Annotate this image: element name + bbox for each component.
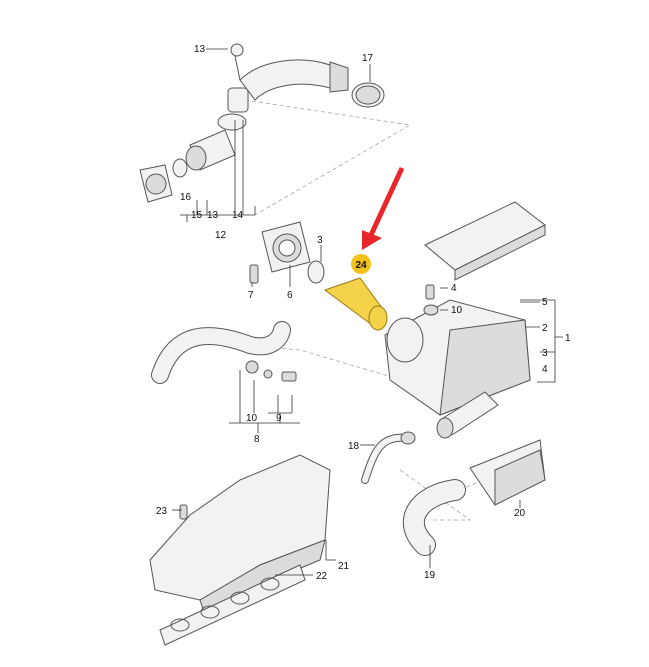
leader xyxy=(180,120,256,222)
label-24: 24 xyxy=(355,260,367,271)
label-14: 14 xyxy=(232,210,244,221)
hose-18[interactable] xyxy=(361,431,416,484)
guide-line xyxy=(244,99,412,216)
label-23: 23 xyxy=(156,506,168,517)
clamp-14[interactable] xyxy=(217,113,247,131)
highlighted-part-24[interactable] xyxy=(323,277,388,331)
highlight-arrow xyxy=(362,166,405,250)
o-ring-3[interactable] xyxy=(307,260,325,284)
label-15: 15 xyxy=(191,210,203,221)
leader xyxy=(520,299,563,383)
label-5: 5 xyxy=(542,297,548,308)
label-13: 13 xyxy=(207,210,219,221)
grommet-10[interactable] xyxy=(423,304,439,316)
leader xyxy=(440,287,448,311)
label-7: 7 xyxy=(248,290,254,301)
air-filter-housing[interactable] xyxy=(384,299,531,416)
intake-hose[interactable] xyxy=(227,43,349,113)
manifold-gasket[interactable] xyxy=(159,564,306,646)
label-8: 8 xyxy=(254,434,260,445)
label-3: 3 xyxy=(317,235,323,246)
clip-10[interactable] xyxy=(245,360,259,374)
leader xyxy=(229,370,300,433)
label-10: 10 xyxy=(451,305,463,316)
charge-air-pipe[interactable] xyxy=(151,321,291,384)
label-4: 4 xyxy=(542,364,548,375)
hose-clamp-17[interactable] xyxy=(351,82,385,108)
screw-23[interactable] xyxy=(179,504,188,520)
nut-9[interactable] xyxy=(263,369,273,379)
label-3: 3 xyxy=(542,348,548,359)
guide-line xyxy=(399,469,472,521)
leader xyxy=(275,540,336,576)
bolt-9[interactable] xyxy=(281,371,297,382)
label-18: 18 xyxy=(348,441,360,452)
label-12: 12 xyxy=(215,230,227,241)
label-10: 10 xyxy=(246,413,258,424)
air-duct-pipe[interactable] xyxy=(436,391,499,439)
highlight-badge xyxy=(351,254,371,274)
air-filter-lid[interactable] xyxy=(424,201,546,281)
intake-manifold[interactable] xyxy=(149,454,331,616)
label-21: 21 xyxy=(338,561,350,572)
label-4: 4 xyxy=(451,283,457,294)
air-intake-20[interactable] xyxy=(469,439,546,506)
label-16: 16 xyxy=(180,192,192,203)
label-1: 1 xyxy=(565,333,571,344)
pipe-connector[interactable] xyxy=(139,129,236,203)
label-9: 9 xyxy=(276,413,282,424)
label-2: 2 xyxy=(542,323,548,334)
label-19: 19 xyxy=(424,570,436,581)
label-13: 13 xyxy=(194,44,206,55)
hose-19[interactable] xyxy=(402,479,466,556)
screw-7[interactable] xyxy=(249,264,259,284)
label-22: 22 xyxy=(316,571,328,582)
screw-4[interactable] xyxy=(425,284,435,300)
label-17: 17 xyxy=(362,53,374,64)
label-20: 20 xyxy=(514,508,526,519)
label-6: 6 xyxy=(287,290,293,301)
mass-airflow-sensor[interactable] xyxy=(261,221,311,273)
